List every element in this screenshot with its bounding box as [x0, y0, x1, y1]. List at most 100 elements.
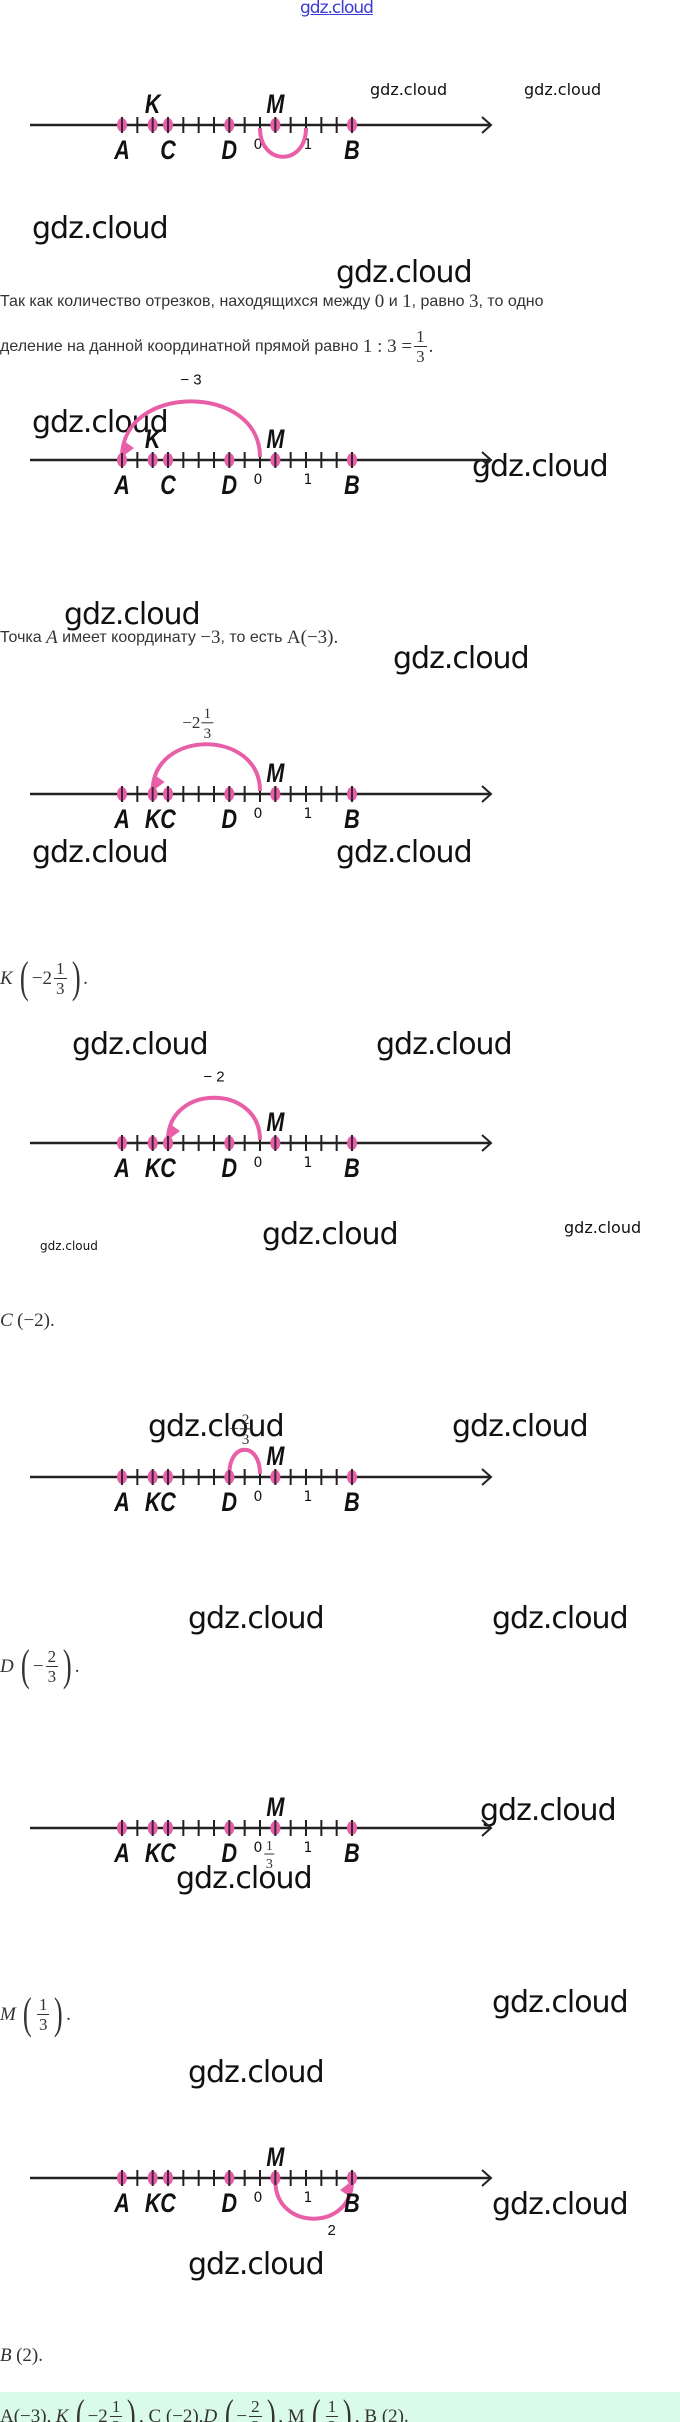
point-label-m: M — [266, 1442, 285, 1472]
tick-label: 1 — [304, 472, 313, 488]
point-label-a: A — [113, 471, 129, 501]
point-label-a: A — [113, 805, 129, 835]
tick-label: 1 — [304, 137, 313, 153]
tick-label: 1 — [304, 1489, 313, 1505]
arc-label-numerator: 2 — [242, 1412, 250, 1428]
tick-label: 0 — [254, 137, 263, 153]
watermark: gdz.cloud — [524, 80, 602, 99]
point-label-d: D — [222, 1488, 238, 1518]
tick-label: 1 — [304, 806, 313, 822]
explanation-line-2: деление на данной координатной прямой ра… — [0, 328, 433, 365]
point-label-b: B — [344, 805, 360, 835]
arc — [258, 127, 308, 159]
watermark: gdz.cloud — [452, 1409, 589, 1444]
watermark: gdz.cloud — [32, 835, 169, 870]
tick-label: 0 — [254, 806, 263, 822]
watermark: gdz.cloud — [40, 1239, 98, 1253]
watermark: gdz.cloud — [393, 641, 530, 676]
arc — [227, 1447, 262, 1475]
math: 1 — [402, 291, 412, 312]
math: D — [203, 2405, 218, 2422]
watermark: gdz.cloud — [472, 449, 609, 484]
watermark: gdz.cloud — [480, 1793, 617, 1828]
point-label-b: B — [344, 2189, 360, 2219]
fraction: 13 — [325, 2396, 339, 2422]
point-label-d: D — [222, 1839, 238, 1869]
tick-label: 1 — [304, 2190, 313, 2206]
math: (2). — [16, 2345, 43, 2366]
math: − — [236, 2405, 248, 2422]
math: 0 — [374, 291, 385, 312]
watermark: gdz.cloud — [492, 2187, 629, 2222]
point-label-a: A — [113, 2189, 129, 2219]
text: , равно — [411, 292, 465, 310]
point-label-d: D — [222, 136, 238, 166]
math: A — [46, 627, 58, 648]
point-label-a: A — [113, 1154, 129, 1184]
m-numerator: 1 — [266, 1839, 273, 1854]
result-A: Точка A имеет координату −3, то есть A(−… — [0, 628, 338, 647]
arc — [273, 2180, 354, 2221]
point-label-k: K — [145, 1839, 163, 1869]
arc-label-denominator: 3 — [242, 1432, 250, 1448]
axis-arrow-icon — [481, 1134, 493, 1152]
point-label-c: C — [160, 1154, 176, 1184]
point-label-c: C — [160, 2189, 176, 2219]
watermark: gdz.cloud — [64, 597, 201, 632]
arc-label: − 2 — [203, 1068, 224, 1085]
answer-line: A(−3), K (−213), C (−2), D (−23), M (13)… — [0, 2394, 409, 2422]
point-label-d: D — [222, 2189, 238, 2219]
axis-arrow-icon — [481, 1819, 493, 1837]
arc-label: 2 — [327, 2222, 335, 2239]
math: −2 — [87, 2405, 108, 2422]
point-label-a: A — [113, 136, 129, 166]
math: K — [55, 2405, 69, 2422]
point-label-d: D — [222, 471, 238, 501]
watermark: gdz.cloud — [176, 1861, 313, 1896]
site-link[interactable]: gdz.cloud — [300, 0, 374, 18]
watermark: gdz.cloud — [32, 211, 169, 246]
tick-label: 1 — [304, 1155, 313, 1171]
fraction: 23 — [249, 2396, 262, 2422]
m-denominator: 3 — [266, 1857, 273, 1872]
fraction: 13 — [109, 2396, 123, 2422]
arc-arrowhead-icon — [340, 2181, 352, 2197]
arc-arrowhead-icon — [152, 775, 165, 791]
math: . — [66, 2003, 71, 2025]
point-label-d: D — [222, 1154, 238, 1184]
watermark: gdz.cloud — [370, 80, 448, 99]
watermark: gdz.cloud — [148, 1409, 285, 1444]
point-label-m: M — [266, 1108, 285, 1138]
point-label-c: C — [160, 1839, 176, 1869]
math: − — [32, 1655, 44, 1677]
axis-arrow-icon — [481, 451, 493, 469]
point-label-b: B — [344, 1154, 360, 1184]
point-label-m: M — [266, 759, 285, 789]
arc-arrowhead-icon — [168, 1124, 180, 1140]
math: . — [83, 967, 88, 989]
point-label-a: A — [113, 1488, 129, 1518]
math: C — [0, 1310, 13, 1331]
axis-arrow-icon — [481, 1468, 493, 1486]
watermark: gdz.cloud — [492, 1985, 629, 2020]
tick-label: 0 — [254, 2190, 263, 2206]
point-label-m: M — [266, 1793, 285, 1823]
point-label-b: B — [344, 1488, 360, 1518]
point-label-b: B — [344, 471, 360, 501]
arc-arrowhead-icon — [122, 441, 134, 457]
math: M — [0, 2003, 16, 2025]
point-label-a: A — [113, 1839, 129, 1869]
point-label-c: C — [160, 471, 176, 501]
watermark: gdz.cloud — [72, 1027, 209, 1062]
point-label-c: C — [160, 1488, 176, 1518]
math: B — [0, 2345, 12, 2366]
